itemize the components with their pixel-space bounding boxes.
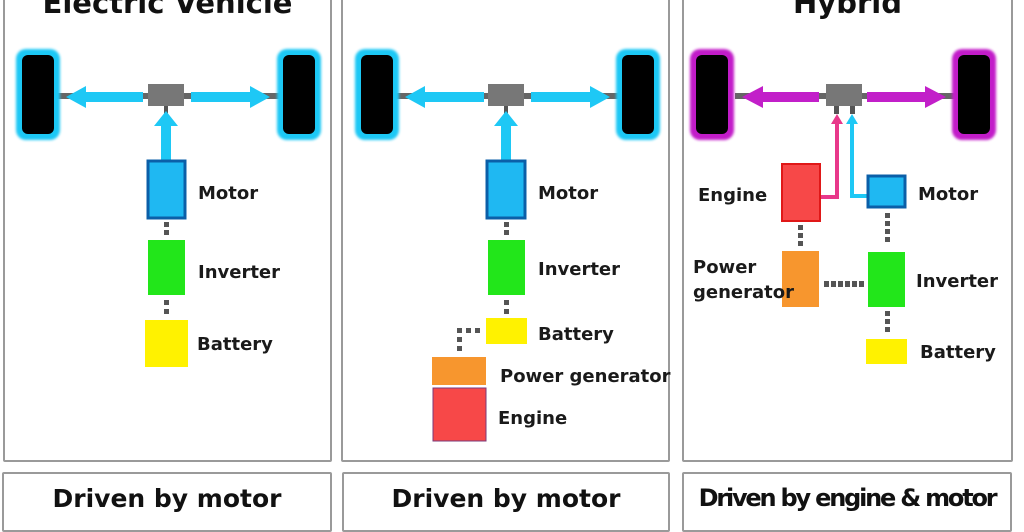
hybrid-diagram: Engine Motor Power generator Inverter Ba… bbox=[690, 49, 998, 364]
panel-title: Hybrid bbox=[793, 0, 902, 20]
right-wheel-tire bbox=[283, 55, 315, 134]
connector-dot bbox=[457, 337, 462, 342]
motor-block bbox=[146, 159, 187, 220]
connector-dot bbox=[798, 241, 803, 246]
connector-dot bbox=[838, 281, 843, 287]
left-wheel-tire bbox=[361, 55, 393, 134]
connector-dot bbox=[466, 328, 471, 333]
connector-dot bbox=[504, 300, 509, 305]
panel-title: Electric Vehicle bbox=[42, 0, 293, 20]
battery-block bbox=[145, 320, 188, 367]
inverter-block bbox=[488, 240, 525, 295]
connector-dot bbox=[885, 213, 890, 218]
arrow-right bbox=[867, 86, 946, 108]
inverter-label: Inverter bbox=[198, 262, 280, 283]
connector-dot bbox=[859, 281, 864, 287]
drive-description: Driven by motor bbox=[391, 484, 621, 513]
connector-dot bbox=[852, 281, 857, 287]
engine-label: Engine bbox=[698, 185, 767, 206]
battery-label: Battery bbox=[538, 324, 614, 345]
shaft bbox=[164, 106, 168, 114]
engine-arrow-head bbox=[831, 114, 843, 124]
motor-power-path bbox=[850, 122, 867, 198]
connector-dot bbox=[824, 281, 829, 287]
connector-dot bbox=[504, 309, 509, 314]
connector-dot bbox=[504, 230, 509, 235]
arrow-right bbox=[531, 86, 610, 108]
arrow-left bbox=[405, 86, 484, 108]
arrow-left bbox=[66, 86, 143, 108]
motor-arrow-head bbox=[846, 114, 858, 124]
differential-hub bbox=[488, 84, 524, 106]
ev-diagram: Motor Inverter Battery bbox=[16, 49, 321, 367]
inverter-block bbox=[868, 252, 905, 307]
motor-label: Motor bbox=[918, 184, 978, 205]
connector-dot bbox=[845, 281, 850, 287]
power-generator-label: Power generator bbox=[500, 366, 671, 387]
connector-dot bbox=[164, 300, 169, 305]
right-wheel-tire bbox=[622, 55, 654, 134]
shaft bbox=[504, 106, 508, 114]
shaft bbox=[834, 106, 839, 114]
battery-block bbox=[866, 339, 907, 364]
power-generator-label-line1: Power bbox=[693, 257, 756, 278]
connector-dot bbox=[885, 319, 890, 324]
connector-dot bbox=[504, 222, 509, 227]
arrow-up bbox=[154, 111, 178, 160]
inverter-label: Inverter bbox=[538, 259, 620, 280]
left-wheel-tire bbox=[22, 55, 54, 134]
drivetrain-diagrams: Motor Inverter Battery Motor Inverter Ba bbox=[16, 49, 998, 442]
range-extender-diagram: Motor Inverter Battery Power generator E… bbox=[355, 49, 671, 442]
connector-dot bbox=[457, 346, 462, 351]
battery-label: Battery bbox=[197, 334, 273, 355]
inverter-label: Inverter bbox=[916, 271, 998, 292]
shaft bbox=[850, 106, 855, 114]
connector-dot bbox=[885, 327, 890, 332]
inverter-block bbox=[148, 240, 185, 295]
arrow-left bbox=[742, 86, 819, 108]
engine-block bbox=[432, 387, 487, 442]
right-wheel-tire bbox=[958, 55, 990, 134]
arrow-up bbox=[494, 111, 518, 160]
connector-dot bbox=[831, 281, 836, 287]
drive-description: Driven by motor bbox=[52, 484, 282, 513]
differential-hub bbox=[148, 84, 184, 106]
motor-label: Motor bbox=[538, 183, 598, 204]
connector-dot bbox=[885, 229, 890, 234]
connector-dot bbox=[885, 311, 890, 316]
motor-block bbox=[866, 174, 907, 209]
connector-dot bbox=[164, 222, 169, 227]
left-wheel-tire bbox=[696, 55, 728, 134]
motor-label: Motor bbox=[198, 183, 258, 204]
power-generator-label-line2: generator bbox=[693, 282, 794, 303]
differential-hub bbox=[826, 84, 862, 106]
motor-block bbox=[485, 159, 527, 220]
connector-dot bbox=[885, 221, 890, 226]
connector-dot bbox=[885, 237, 890, 242]
power-generator-block bbox=[432, 357, 486, 385]
engine-block bbox=[781, 163, 821, 222]
battery-block bbox=[486, 318, 527, 344]
connector-dot bbox=[457, 328, 462, 333]
battery-label: Battery bbox=[920, 342, 996, 363]
connector-dot bbox=[475, 328, 480, 333]
engine-power-path bbox=[821, 122, 839, 199]
engine-label: Engine bbox=[498, 408, 567, 429]
drive-description: Driven by engine & motor bbox=[698, 484, 998, 512]
arrow-right bbox=[191, 86, 270, 108]
connector-dot bbox=[798, 225, 803, 230]
connector-dot bbox=[164, 230, 169, 235]
connector-dot bbox=[164, 309, 169, 314]
connector-dot bbox=[798, 233, 803, 238]
power-generator-block bbox=[782, 251, 819, 307]
